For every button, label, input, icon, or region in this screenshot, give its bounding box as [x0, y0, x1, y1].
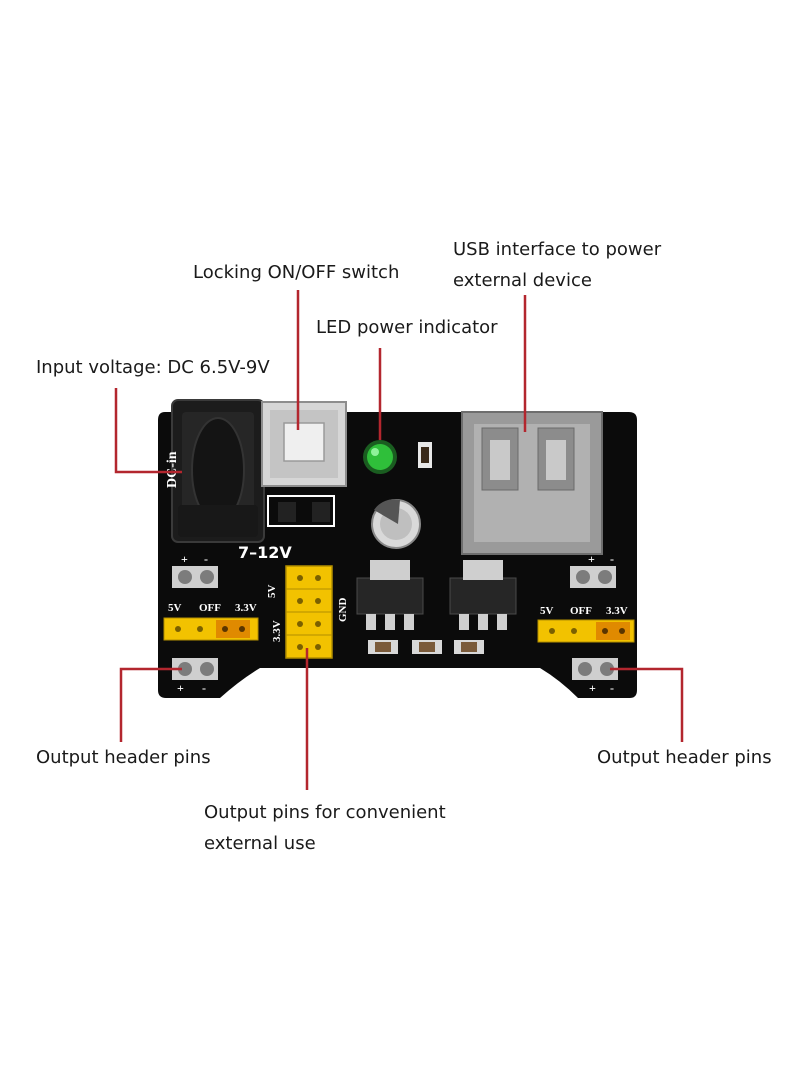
left-bottom-minus: - — [202, 681, 206, 695]
power-led — [363, 440, 432, 474]
smd-resistors — [368, 640, 484, 654]
leader-output-right — [610, 667, 684, 742]
input-voltage-label: Input voltage: DC 6.5V-9V — [36, 357, 270, 378]
right-bottom-plus: + — [589, 681, 596, 695]
output-pins-label-line2: external use — [204, 833, 316, 854]
leader-output-left — [119, 667, 182, 742]
output-header-left-label: Output header pins — [36, 747, 211, 768]
right-top-plus: + — [588, 552, 595, 566]
left-off-text: OFF — [199, 602, 221, 614]
capacitor — [371, 499, 421, 549]
center-3v3-text: 3.3V — [271, 620, 283, 642]
dc-in-text: DC-in — [165, 451, 180, 488]
right-top-header-pads — [570, 566, 616, 588]
center-output-pins — [285, 565, 333, 659]
center-5v-text: 5V — [266, 585, 278, 599]
left-top-plus: + — [181, 552, 188, 566]
usb-label-line2: external device — [453, 270, 592, 291]
right-5v-text: 5V — [540, 605, 554, 617]
output-pins-label-line1: Output pins for convenient — [204, 802, 446, 823]
leader-lines — [114, 290, 684, 790]
left-voltage-jumper — [163, 617, 259, 641]
voltage-range-text: 7–12V — [238, 543, 292, 562]
usb-port — [461, 411, 603, 555]
led-label: LED power indicator — [316, 317, 498, 338]
right-top-minus: - — [610, 552, 614, 566]
right-off-text: OFF — [570, 605, 592, 617]
output-header-right-label: Output header pins — [597, 747, 772, 768]
regulator-right — [449, 560, 517, 630]
dc-jack — [171, 399, 265, 543]
regulator-left — [356, 560, 424, 630]
left-top-header-pads — [172, 566, 218, 588]
left-5v-text: 5V — [168, 602, 182, 614]
center-gnd-text: GND — [337, 598, 349, 623]
left-bottom-plus: + — [177, 681, 184, 695]
right-bottom-minus: - — [610, 681, 614, 695]
left-3v3-text: 3.3V — [235, 602, 257, 614]
right-bottom-header-pads — [572, 658, 618, 680]
right-3v3-text: 3.3V — [606, 605, 628, 617]
switch-label: Locking ON/OFF switch — [193, 262, 400, 283]
leader-input-voltage — [114, 388, 182, 474]
right-voltage-jumper — [537, 619, 635, 643]
left-top-minus: - — [204, 552, 208, 566]
usb-label-line1: USB interface to power — [453, 239, 662, 260]
left-bottom-header-pads — [172, 658, 218, 680]
power-switch — [261, 401, 347, 527]
